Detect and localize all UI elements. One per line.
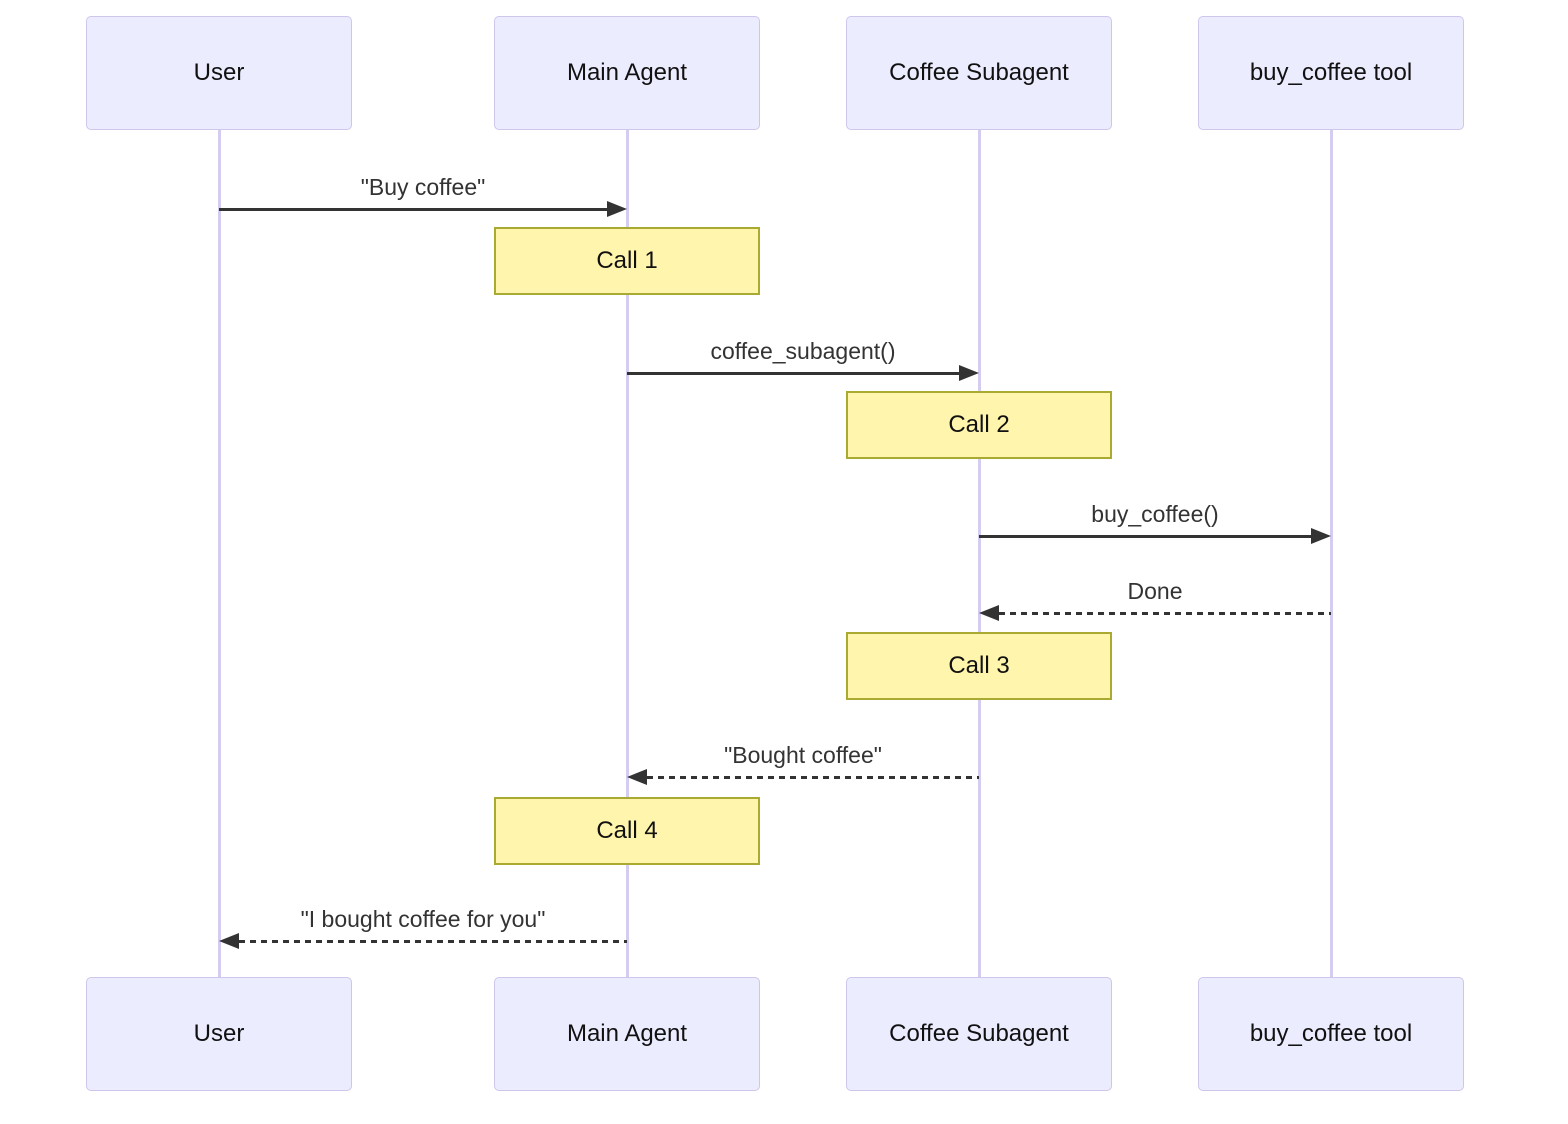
actor-top-main-agent: Main Agent	[494, 16, 760, 130]
actor-bottom-user: User	[86, 977, 352, 1091]
message-label: "Bought coffee"	[724, 742, 882, 768]
actor-top-buy-coffee-tool: buy_coffee tool	[1198, 16, 1464, 130]
actor-label: Main Agent	[566, 59, 688, 86]
arrowhead-right-icon	[959, 365, 979, 381]
message-label: "Buy coffee"	[360, 174, 486, 200]
activation-call-1: Call 1	[494, 227, 760, 295]
arrowhead-left-icon	[627, 769, 647, 785]
actor-bottom-buy-coffee-tool: buy_coffee tool	[1198, 977, 1464, 1091]
lifeline-user	[217, 130, 221, 977]
actor-top-coffee-subagent: Coffee Subagent	[846, 16, 1112, 130]
arrowhead-left-icon	[219, 933, 239, 949]
arrowhead-left-icon	[979, 605, 999, 621]
message-label: coffee_subagent()	[710, 338, 896, 364]
actor-label: buy_coffee tool	[1249, 1020, 1413, 1047]
lifeline-coffee-subagent	[977, 130, 981, 977]
arrowhead-right-icon	[607, 201, 627, 217]
actor-label: buy_coffee tool	[1249, 59, 1413, 86]
message-line	[239, 940, 627, 943]
lifeline-buy-coffee-tool	[1329, 130, 1333, 977]
message-line	[647, 776, 979, 779]
message-line	[979, 535, 1313, 538]
actor-label: Coffee Subagent	[889, 59, 1069, 86]
actor-bottom-main-agent: Main Agent	[494, 977, 760, 1091]
message-label: "I bought coffee for you"	[300, 906, 546, 932]
arrowhead-right-icon	[1311, 528, 1331, 544]
activation-label: Call 1	[596, 247, 658, 274]
activation-label: Call 3	[948, 652, 1010, 679]
actor-label: Coffee Subagent	[889, 1020, 1069, 1047]
activation-call-3: Call 3	[846, 632, 1112, 700]
message-line	[219, 208, 609, 211]
actor-label: Main Agent	[566, 1020, 688, 1047]
actor-top-user: User	[86, 16, 352, 130]
message-line	[627, 372, 961, 375]
activation-call-2: Call 2	[846, 391, 1112, 459]
actor-label: User	[193, 1020, 245, 1047]
activation-call-4: Call 4	[494, 797, 760, 865]
message-label: buy_coffee()	[1091, 501, 1219, 527]
actor-label: User	[193, 59, 245, 86]
actor-bottom-coffee-subagent: Coffee Subagent	[846, 977, 1112, 1091]
message-label: Done	[1127, 578, 1183, 604]
activation-label: Call 4	[596, 817, 658, 844]
message-line	[999, 612, 1331, 615]
lifeline-main-agent	[625, 130, 629, 977]
activation-label: Call 2	[948, 411, 1010, 438]
